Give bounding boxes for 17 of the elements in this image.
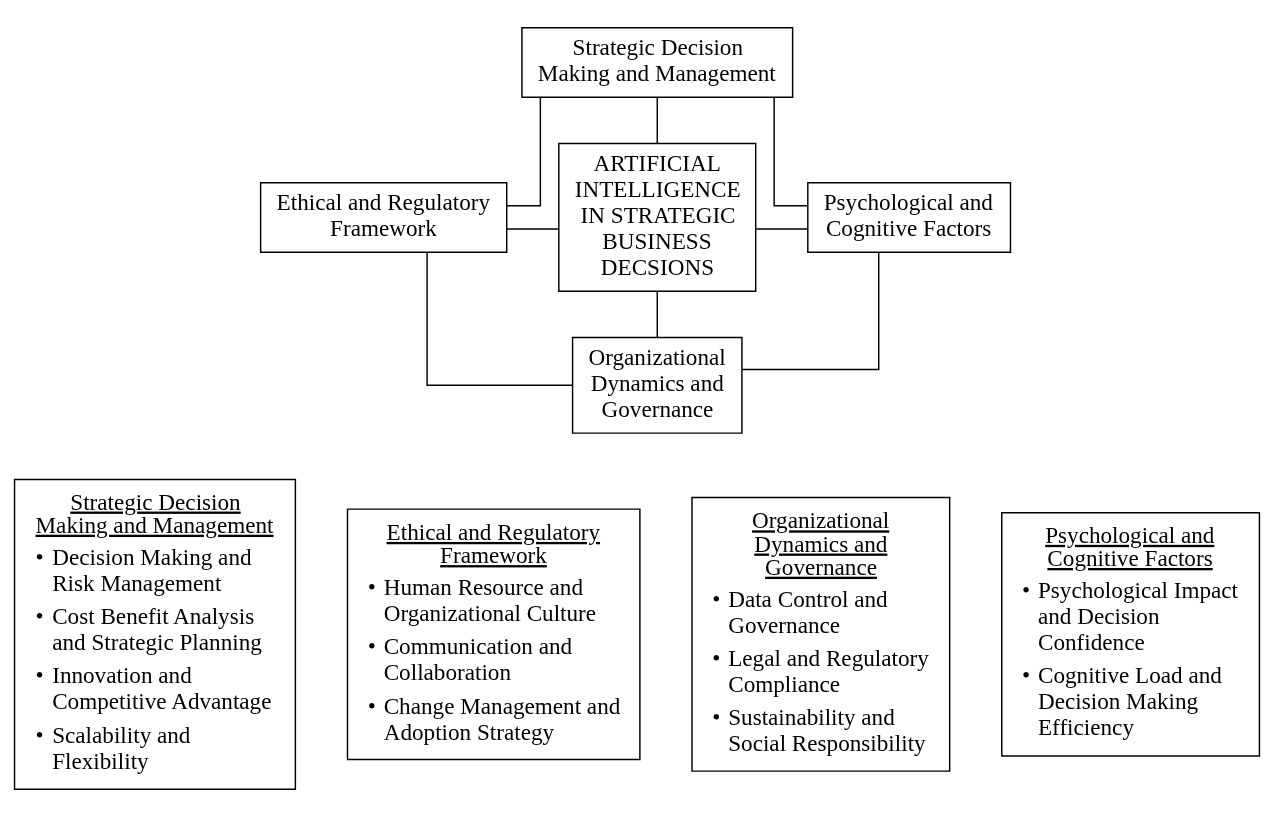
node-box: Strategic Decision Making and Management xyxy=(521,27,794,98)
connector xyxy=(656,96,658,145)
connector xyxy=(741,251,880,371)
node-box: Ethical and Regulatory Framework xyxy=(259,181,508,253)
node-box: Strategic Decision Making and Management • Decision Making and Risk Management • Cost Benefit Analysis and Strategic Planning • Innovation and Competitive Advantage • Scalability and Flexibility xyxy=(13,478,297,790)
node-box: Psychological and Cognitive Factors • Psychological Impact and Decision Confidence • Cognitive Load and Decision Making Efficiency xyxy=(1001,512,1261,757)
node-box: ARTIFICIAL INTELLIGENCE IN STRATEGIC BUSINESS DECSIONS xyxy=(558,142,757,292)
node-box: Organizational Dynamics and Governance xyxy=(571,336,743,434)
connector xyxy=(656,290,658,338)
connector xyxy=(755,228,809,230)
node-box: Psychological and Cognitive Factors xyxy=(807,181,1012,253)
node-box: Ethical and Regulatory Framework • Human Resource and Organizational Culture • Communication and Collaboration • Change Management and Adoption Strategy xyxy=(346,508,641,761)
node-box: Organizational Dynamics and Governance • Data Control and Governance • Legal and Regulatory Compliance • Sustainability and Social Responsibility xyxy=(691,496,951,772)
connector xyxy=(773,96,809,207)
connector xyxy=(506,228,560,230)
connector xyxy=(426,251,573,387)
connector xyxy=(506,96,542,207)
